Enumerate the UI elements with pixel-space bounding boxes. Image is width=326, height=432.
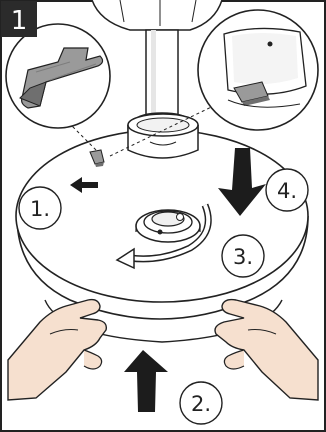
- left-hand: [8, 300, 106, 400]
- callout-4: 4.: [266, 169, 308, 211]
- center-fastener: [136, 210, 200, 242]
- pole-socket: [128, 114, 198, 158]
- callout-2: 2.: [180, 382, 222, 424]
- step-number: 1: [11, 6, 28, 36]
- right-hand: [215, 300, 318, 400]
- callout-4-text: 4.: [277, 179, 297, 203]
- step-badge: 1: [1, 1, 37, 37]
- callout-1-text: 1.: [30, 197, 50, 221]
- zoom-circle-tab: [6, 24, 110, 128]
- callout-1: 1.: [19, 187, 61, 229]
- callout-3: 3.: [222, 235, 264, 277]
- arrow-up-icon: [124, 350, 168, 412]
- callout-2-text: 2.: [191, 392, 211, 416]
- callout-3-text: 3.: [233, 245, 253, 269]
- zoom-circle-latch: [198, 10, 318, 130]
